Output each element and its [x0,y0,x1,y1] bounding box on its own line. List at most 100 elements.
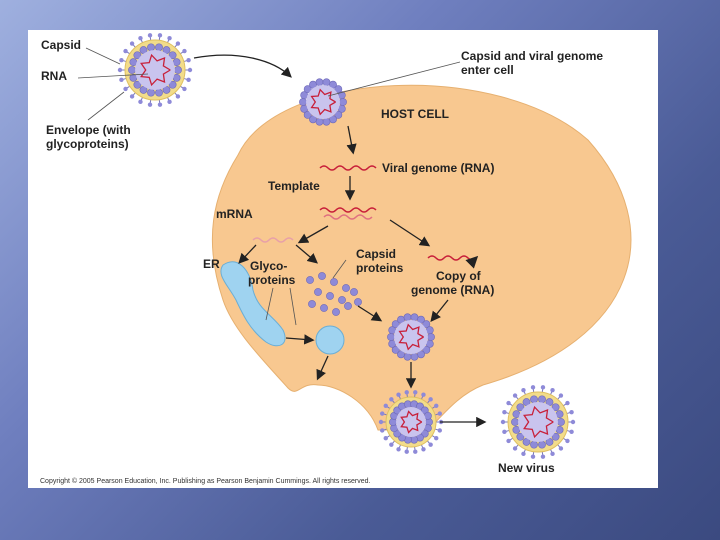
glycoprotein-knob [506,400,511,406]
glycoprotein-knob [129,94,135,99]
capsomere [551,432,560,441]
genome-copy-rna [427,255,479,269]
viral-genome-rna [319,165,377,171]
free-capsomere [306,276,314,284]
glycoprotein-knob [569,409,574,415]
glycoprotein-knob [175,41,181,46]
capsomere [530,440,538,449]
glycoprotein-knob [565,438,570,444]
capsomere [133,51,142,60]
glycoprotein-knob [413,449,418,454]
capsomere [174,66,182,74]
capsomere [147,43,155,52]
glycoprotein-knob [389,442,394,447]
label-envelope-line2: glycoproteins) [46,137,129,151]
capsomere [339,98,347,106]
capsomere [557,418,565,426]
glycoprotein-knob [147,33,153,38]
label-capsid-proteins-line1: Capsid [356,247,396,261]
transport-vesicle [315,325,345,355]
capsomere [410,313,419,322]
glycoprotein-knob [389,397,394,402]
glycoprotein-knob [123,86,128,92]
glycoprotein-knob [437,428,442,433]
free-capsomere [326,292,334,300]
template-strand [319,207,377,213]
capsomere [422,345,431,354]
capsid-core [394,320,428,354]
glycoprotein-knob [540,454,546,459]
capsomere [403,313,412,322]
glycoprotein-knob [138,99,143,105]
glycoprotein-knob [512,446,518,451]
capsomere [387,333,395,341]
glycoprotein-knob [167,35,172,41]
arrow-assemble-left [357,305,383,322]
capsomere [322,117,331,126]
glycoprotein-knob [540,385,546,390]
glycoprotein-knob [404,449,409,454]
capsid-core [518,402,558,442]
leader-capsid [85,47,121,65]
label-viral-genome: Viral genome (RNA) [382,161,494,175]
glycoprotein-knob [157,102,163,107]
leader-rna [77,73,149,79]
mrna-strand [252,237,294,243]
diagram-panel: Capsid RNA Envelope (with glycoproteins)… [28,30,658,488]
capsomere [516,403,525,412]
glycoprotein-knob [502,409,507,415]
free-capsomere [314,288,322,296]
capsomere [168,51,177,60]
glycoprotein-knob [383,403,388,408]
arrow-to-mrna [297,225,329,244]
arrow-er-to-vesicle [285,334,315,345]
free-capsomere [354,298,362,306]
glycoprotein-knob [530,385,536,390]
capsomere [427,333,435,341]
arrow-to-capsid-proteins [295,244,318,264]
label-template: Template [268,179,320,193]
capsomere [303,110,312,119]
glycoprotein-knob [378,419,384,425]
viral-rna [400,410,423,434]
glycoprotein-knob [558,393,564,398]
capsomere [422,320,431,329]
glycoprotein-knob [502,429,507,435]
glycoprotein-knob [182,86,187,92]
glycoprotein-knob [138,35,143,41]
capsomere [322,78,331,87]
arrow-to-copy [389,219,431,247]
glycoprotein-knob [119,77,124,83]
capsomere [538,395,546,404]
arrow-uncoat [346,125,357,155]
capsomere [315,78,324,87]
capsomere [315,117,324,126]
leader-capsid-proteins [332,259,347,279]
capsomere [334,110,343,119]
free-capsomere [308,300,316,308]
capsomere [391,320,400,329]
label-copy-line2: genome (RNA) [411,283,494,297]
glycoprotein-knob [530,454,536,459]
glycoprotein-knob [413,390,418,395]
glycoprotein-knob [521,387,526,393]
glycoprotein-knob [506,438,511,444]
glycoprotein-knob [500,419,506,425]
glycoprotein-knob [380,411,385,416]
label-capsid-proteins-line2: proteins [356,261,404,275]
glycoprotein-knob [569,429,574,435]
arrow-vesicle-to-membrane [316,355,329,381]
viral-rna [310,88,336,116]
viral-rna [140,53,171,87]
capsomere [147,88,155,97]
label-capsid: Capsid [41,38,81,52]
label-copy-line1: Copy of [436,269,482,283]
glycoprotein-knob [428,442,433,447]
capsomere [516,432,525,441]
virus-capsid-assembled [387,313,435,361]
capsomere [168,80,177,89]
glycoprotein-knob [512,393,518,398]
glycoprotein-knob [434,403,439,408]
capsomere [128,66,136,74]
glycoprotein-knob [396,392,401,397]
